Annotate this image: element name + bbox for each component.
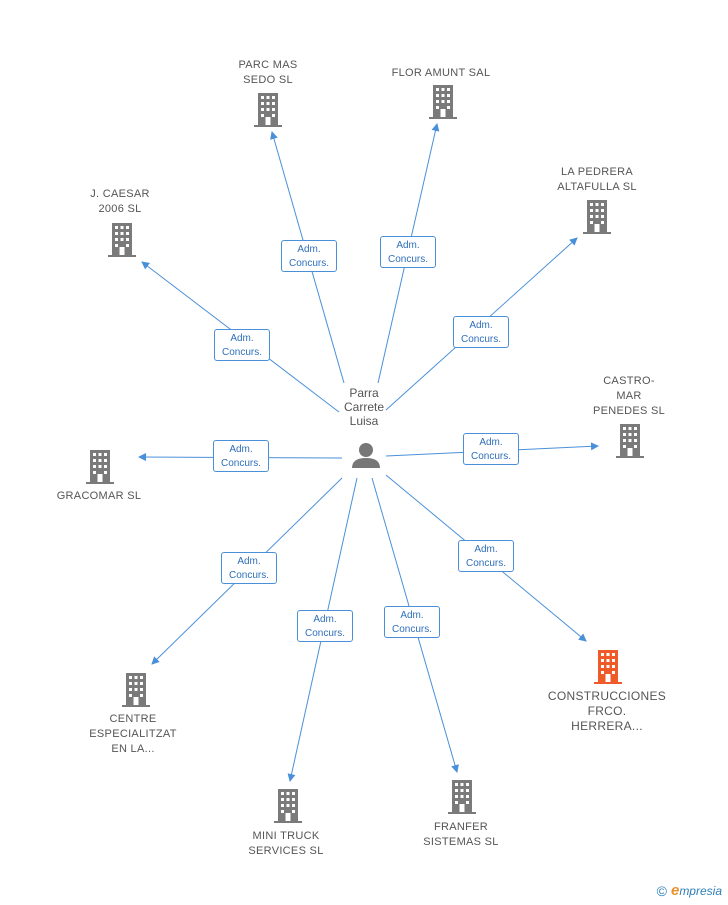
edge-role-badge[interactable]: Adm. Concurs.	[384, 606, 440, 638]
company-label-line: MAR	[616, 390, 642, 402]
building-icon[interactable]	[254, 93, 282, 127]
edge-role-line: Concurs.	[288, 258, 329, 269]
building-icon[interactable]	[594, 650, 622, 684]
company-label-line: EN LA...	[111, 743, 155, 755]
center-name-line: Carrete	[343, 400, 385, 414]
company-label-flor-amunt[interactable]: FLOR AMUNT SAL	[392, 66, 491, 81]
building-icon[interactable]	[86, 450, 114, 484]
company-label-line: GRACOMAR SL	[56, 490, 142, 502]
edge-role-line: Concurs.	[228, 570, 269, 581]
edge-role-badge[interactable]: Adm. Concurs.	[221, 552, 277, 584]
company-label-line: PARC MAS	[238, 59, 298, 71]
building-icon[interactable]	[108, 223, 136, 257]
company-label-centre[interactable]: CENTRE ESPECIALITZAT EN LA...	[89, 712, 176, 757]
company-label-line: 2006 SL	[98, 203, 142, 215]
company-label-line: CONSTRUCCIONES	[547, 689, 667, 703]
edge-role-line: Concurs.	[391, 624, 432, 635]
edge-role-line: Concurs.	[220, 458, 261, 469]
company-label-mini-truck[interactable]: MINI TRUCK SERVICES SL	[248, 829, 323, 859]
company-label-j-caesar[interactable]: J. CAESAR 2006 SL	[90, 187, 150, 217]
edge-role-line: Concurs.	[221, 347, 262, 358]
edge-role-badge[interactable]: Adm. Concurs.	[380, 236, 436, 268]
company-label-gracomar[interactable]: GRACOMAR SL	[57, 489, 142, 504]
building-icon[interactable]	[448, 780, 476, 814]
edge-role-line: Adm.	[229, 444, 253, 455]
company-label-la-pedrera[interactable]: LA PEDRERA ALTAFULLA SL	[557, 165, 637, 195]
edge-role-line: Concurs.	[460, 334, 501, 345]
edge-role-badge[interactable]: Adm. Concurs.	[281, 240, 337, 272]
copyright-icon: ©	[656, 882, 667, 899]
edge-role-line: Adm.	[474, 544, 498, 555]
brand-name: mpresia	[679, 884, 722, 898]
company-label-parc-mas-sedo[interactable]: PARC MAS SEDO SL	[238, 58, 297, 88]
edge-role-line: Concurs.	[470, 451, 511, 462]
edge-role-line: Concurs.	[465, 558, 506, 569]
center-name-line: Parra	[349, 386, 379, 400]
brand-logo: © empresia	[657, 882, 722, 899]
company-label-line: MINI TRUCK	[252, 830, 320, 842]
brand-initial: e	[670, 882, 680, 899]
building-icon[interactable]	[429, 85, 457, 119]
company-label-line: ALTAFULLA SL	[557, 181, 637, 193]
center-person-name[interactable]: Parra Carrete Luisa	[344, 386, 384, 428]
edge-role-line: Concurs.	[304, 628, 345, 639]
edge-role-line: Adm.	[469, 320, 493, 331]
edge-role-line: Adm.	[400, 610, 424, 621]
edge-role-badge[interactable]: Adm. Concurs.	[214, 329, 270, 361]
company-label-line: CENTRE	[109, 713, 157, 725]
company-label-line: CASTRO-	[603, 375, 655, 387]
building-icon[interactable]	[274, 789, 302, 823]
company-label-line: LA PEDRERA	[560, 166, 634, 178]
edge-role-badge[interactable]: Adm. Concurs.	[458, 540, 514, 572]
company-label-line: SISTEMAS SL	[423, 836, 499, 848]
building-icon[interactable]	[616, 424, 644, 458]
edge-role-line: Adm.	[237, 556, 261, 567]
person-icon[interactable]	[352, 443, 380, 468]
company-label-line: ESPECIALITZAT	[89, 728, 177, 740]
company-label-line: FLOR AMUNT SAL	[391, 67, 491, 79]
edge-role-line: Adm.	[396, 240, 420, 251]
edge-role-line: Concurs.	[387, 254, 428, 265]
company-label-franfer[interactable]: FRANFER SISTEMAS SL	[423, 820, 498, 850]
building-icon[interactable]	[122, 673, 150, 707]
company-label-line: SEDO SL	[243, 74, 293, 86]
company-label-line: HERRERA...	[571, 719, 643, 733]
edge-role-line: Adm.	[479, 437, 503, 448]
company-label-line: J. CAESAR	[90, 188, 150, 200]
company-label-line: FRANFER	[433, 821, 489, 833]
edge-role-line: Adm.	[230, 333, 254, 344]
company-label-line: PENEDES SL	[592, 405, 666, 417]
edge-role-badge[interactable]: Adm. Concurs.	[297, 610, 353, 642]
edge-role-badge[interactable]: Adm. Concurs.	[453, 316, 509, 348]
edge-role-badge[interactable]: Adm. Concurs.	[463, 433, 519, 465]
center-name-line: Luisa	[349, 414, 379, 428]
company-label-castro-mar[interactable]: CASTRO- MAR PENEDES SL	[593, 374, 665, 419]
edge-role-line: Adm.	[297, 244, 321, 255]
edge-role-line: Adm.	[313, 614, 337, 625]
building-icon[interactable]	[583, 200, 611, 234]
company-label-line: SERVICES SL	[248, 845, 324, 857]
edge-role-badge[interactable]: Adm. Concurs.	[213, 440, 269, 472]
company-label-line: FRCO.	[587, 704, 627, 718]
